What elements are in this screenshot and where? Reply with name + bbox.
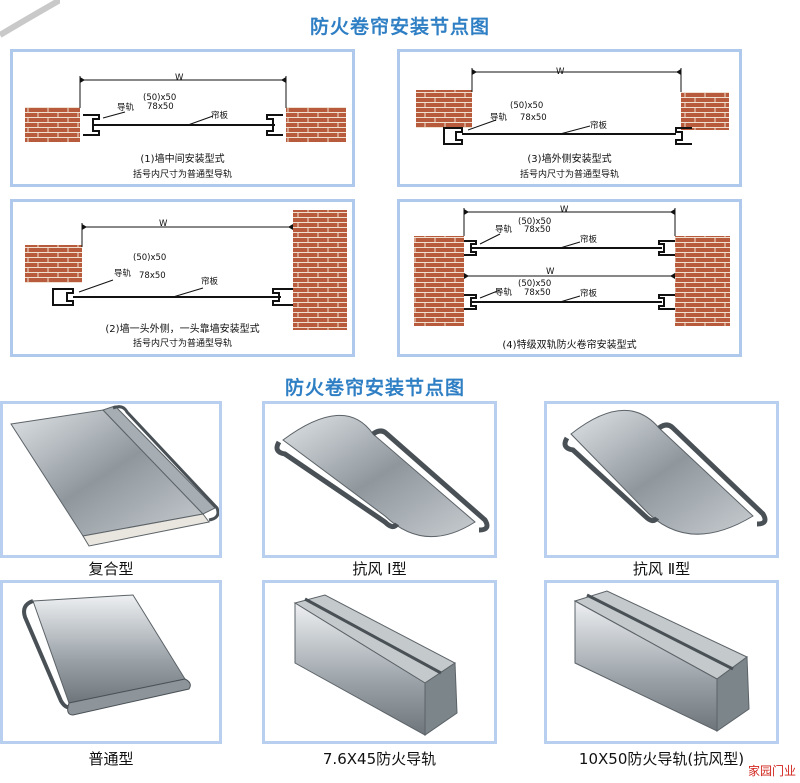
size-label-a: (50)x50: [510, 101, 543, 111]
guide-rail-label: 导轨: [490, 112, 508, 123]
diagram-caption: (4)特级双轨防火卷帘安装型式: [502, 340, 637, 351]
size-label-a: (50)x50: [143, 93, 176, 103]
diagram-wall-outside: W (50)x50 导轨 78x50 帘板 (3)墙外侧安装型式 括号内尺寸为普…: [397, 49, 742, 187]
diagram-caption: (3)墙外侧安装型式: [527, 154, 612, 165]
size-label-b: 78x50: [147, 102, 174, 112]
curtain-label: 帘板: [211, 110, 229, 121]
size-label-b: 78x50: [520, 113, 547, 123]
product-label: 普通型: [88, 750, 134, 768]
guide-rail-label: 导轨: [114, 268, 132, 279]
product-label: 复合型: [88, 560, 134, 578]
width-label: W: [556, 67, 565, 77]
size-label-b: 78x50: [139, 271, 166, 281]
curtain-label: 帘板: [580, 234, 598, 245]
curtain-label: 帘板: [201, 276, 219, 287]
fire-guide-rail-photo: [262, 580, 497, 744]
size-label-b: 78x50: [524, 225, 551, 235]
size-label-a: (50)x50: [518, 217, 551, 227]
size-label-a: (50)x50: [133, 253, 166, 263]
product-label: 7.6X45防火导轨: [322, 750, 437, 768]
curtain-label: 帘板: [590, 120, 608, 131]
width-label: W: [175, 73, 184, 83]
watermark-text: 家园门业: [747, 764, 796, 778]
width-label-lower: W: [546, 267, 555, 277]
product-label: 抗风 Ⅰ型: [352, 560, 407, 578]
diagram-caption: (2)墙一头外侧，一头靠墙安装型式: [105, 324, 260, 335]
windproof-1-slat-photo: [262, 401, 497, 558]
size-label-c: (50)x50: [518, 279, 551, 289]
guide-rail-label: 导轨: [117, 102, 135, 113]
width-label-upper: W: [560, 205, 569, 215]
windproof-guide-rail-photo: [544, 580, 779, 744]
diagram-note: 括号内尺寸为普通型导轨: [132, 170, 232, 180]
width-label: W: [159, 219, 168, 229]
corner-swoosh-decoration: [0, 0, 60, 38]
standard-slat-photo: [0, 580, 222, 744]
diagram-note: 括号内尺寸为普通型导轨: [132, 339, 232, 349]
diagram-wall-middle: W 导轨 (50)x50 78x50 帘板 (1)墙中间安装型式 括号内尺寸为普…: [10, 49, 355, 187]
diagram-double-rail: W (50)x50 导轨 78x50 帘板 W (50)x50 导轨 78x50…: [397, 199, 742, 357]
product-label: 抗风 Ⅱ型: [632, 560, 691, 578]
size-label-d: 78x50: [524, 288, 551, 298]
diagram-note: 括号内尺寸为普通型导轨: [519, 170, 619, 180]
diagram-caption: (1)墙中间安装型式: [140, 154, 225, 165]
composite-slat-photo: [0, 401, 222, 558]
product-label: 10X50防火导轨(抗风型): [578, 750, 745, 768]
guide-rail-label: 导轨: [495, 224, 513, 235]
curtain-label-2: 帘板: [580, 288, 598, 299]
diagram-one-side-outside: W (50)x50 导轨 78x50 帘板 (2)墙一头外侧，一头靠墙安装型式 …: [10, 199, 355, 357]
page-title: 防火卷帘安装节点图: [309, 16, 490, 38]
guide-rail-label-2: 导轨: [495, 287, 513, 298]
section-title: 防火卷帘安装节点图: [284, 377, 465, 399]
windproof-2-slat-photo: [544, 401, 779, 558]
